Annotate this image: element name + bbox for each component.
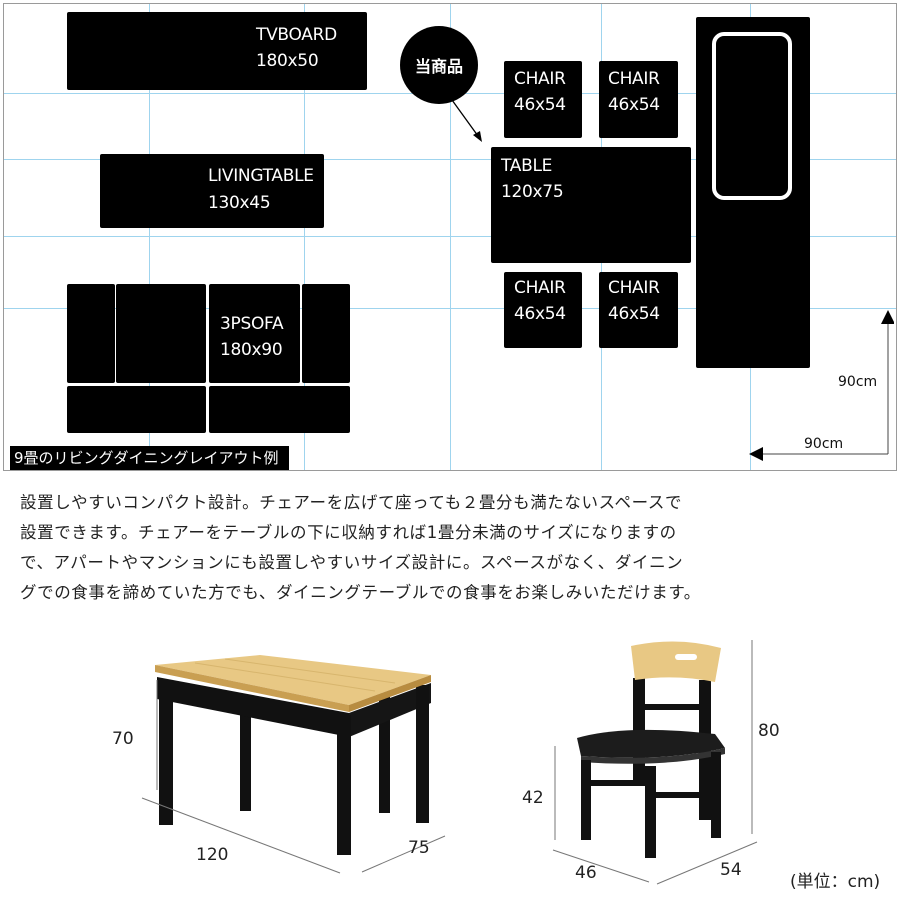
chair-width-label: 46 [575, 863, 597, 883]
grid-line [4, 308, 896, 309]
grid-line [4, 159, 896, 160]
sofa-seat-cushion [67, 386, 206, 433]
table-illustration [155, 655, 431, 855]
product-badge: 当商品 [400, 26, 478, 104]
chair-block [599, 61, 678, 138]
dim-horizontal-label: 90cm [804, 436, 844, 452]
floor-plan: TVBOARD 180x50 LIVINGTABLE 130x45 3PSOFA… [3, 3, 897, 471]
sofa-armrest-right [302, 284, 350, 383]
chair-height-label: 80 [758, 721, 780, 741]
tvboard-block [67, 12, 367, 90]
layout-caption: 9畳のリビングダイニングレイアウト例 [10, 446, 289, 470]
chair-seat-height-label: 42 [522, 788, 544, 808]
table-depth-label: 75 [408, 838, 430, 858]
sofa-seat-cushion [209, 386, 350, 433]
grid-line [450, 4, 451, 470]
chair-block [504, 61, 582, 138]
table-width-label: 120 [196, 845, 229, 865]
table-name: TABLE [501, 156, 553, 176]
chair-dimension-lines [552, 640, 758, 885]
chair-name: CHAIR [514, 69, 566, 89]
mirror-outline [712, 32, 792, 200]
grid-line [304, 4, 305, 470]
chair-block [599, 272, 678, 348]
sofa-size: 180x90 [220, 340, 283, 360]
sofa-back-cushion [209, 284, 300, 383]
dimension-arrows [749, 310, 894, 461]
table-height-label: 70 [112, 729, 134, 749]
description-line: 設置できます。チェアーをテーブルの下に収納すれば1畳分未満のサイズになりますの [20, 523, 677, 542]
table-block [491, 147, 691, 263]
chair-block [504, 272, 582, 348]
chair-name: CHAIR [514, 278, 566, 298]
livingtable-name: LIVINGTABLE [208, 166, 314, 186]
description-line: 設置しやすいコンパクト設計。チェアーを広げて座っても２畳分も満たないスペースで [20, 493, 683, 512]
dim-vertical-label: 90cm [838, 374, 878, 390]
sofa-name: 3PSOFA [220, 314, 284, 334]
livingtable-size: 130x45 [208, 193, 271, 213]
tvboard-name: TVBOARD [256, 25, 337, 45]
livingtable-block [100, 154, 324, 228]
chair-depth-label: 54 [720, 860, 742, 880]
sofa-armrest-left [67, 284, 115, 383]
chair-illustration [577, 641, 725, 858]
chair-size: 46x54 [514, 95, 566, 115]
chair-size: 46x54 [608, 304, 660, 324]
description-line: で、アパートやマンションにも設置しやすいサイズ設計に。スペースがなく、ダイニン [20, 553, 684, 572]
grid-line [4, 236, 896, 237]
table-size: 120x75 [501, 182, 564, 202]
table-dimension-lines [141, 680, 446, 874]
description: 設置しやすいコンパクト設計。チェアーを広げて座っても２畳分も満たないスペースで … [20, 488, 890, 608]
grid-line [149, 4, 150, 470]
chair-name: CHAIR [608, 69, 660, 89]
sofa-back-cushion [116, 284, 206, 383]
chair-name: CHAIR [608, 278, 660, 298]
badge-arrow [451, 99, 482, 142]
description-line: グでの食事を諦めていた方でも、ダイニングテーブルでの食事をお楽しみいただけます。 [20, 583, 701, 602]
tvboard-size: 180x50 [256, 51, 319, 71]
chair-size: 46x54 [608, 95, 660, 115]
chair-size: 46x54 [514, 304, 566, 324]
unit-note: (単位：cm) [790, 872, 881, 892]
